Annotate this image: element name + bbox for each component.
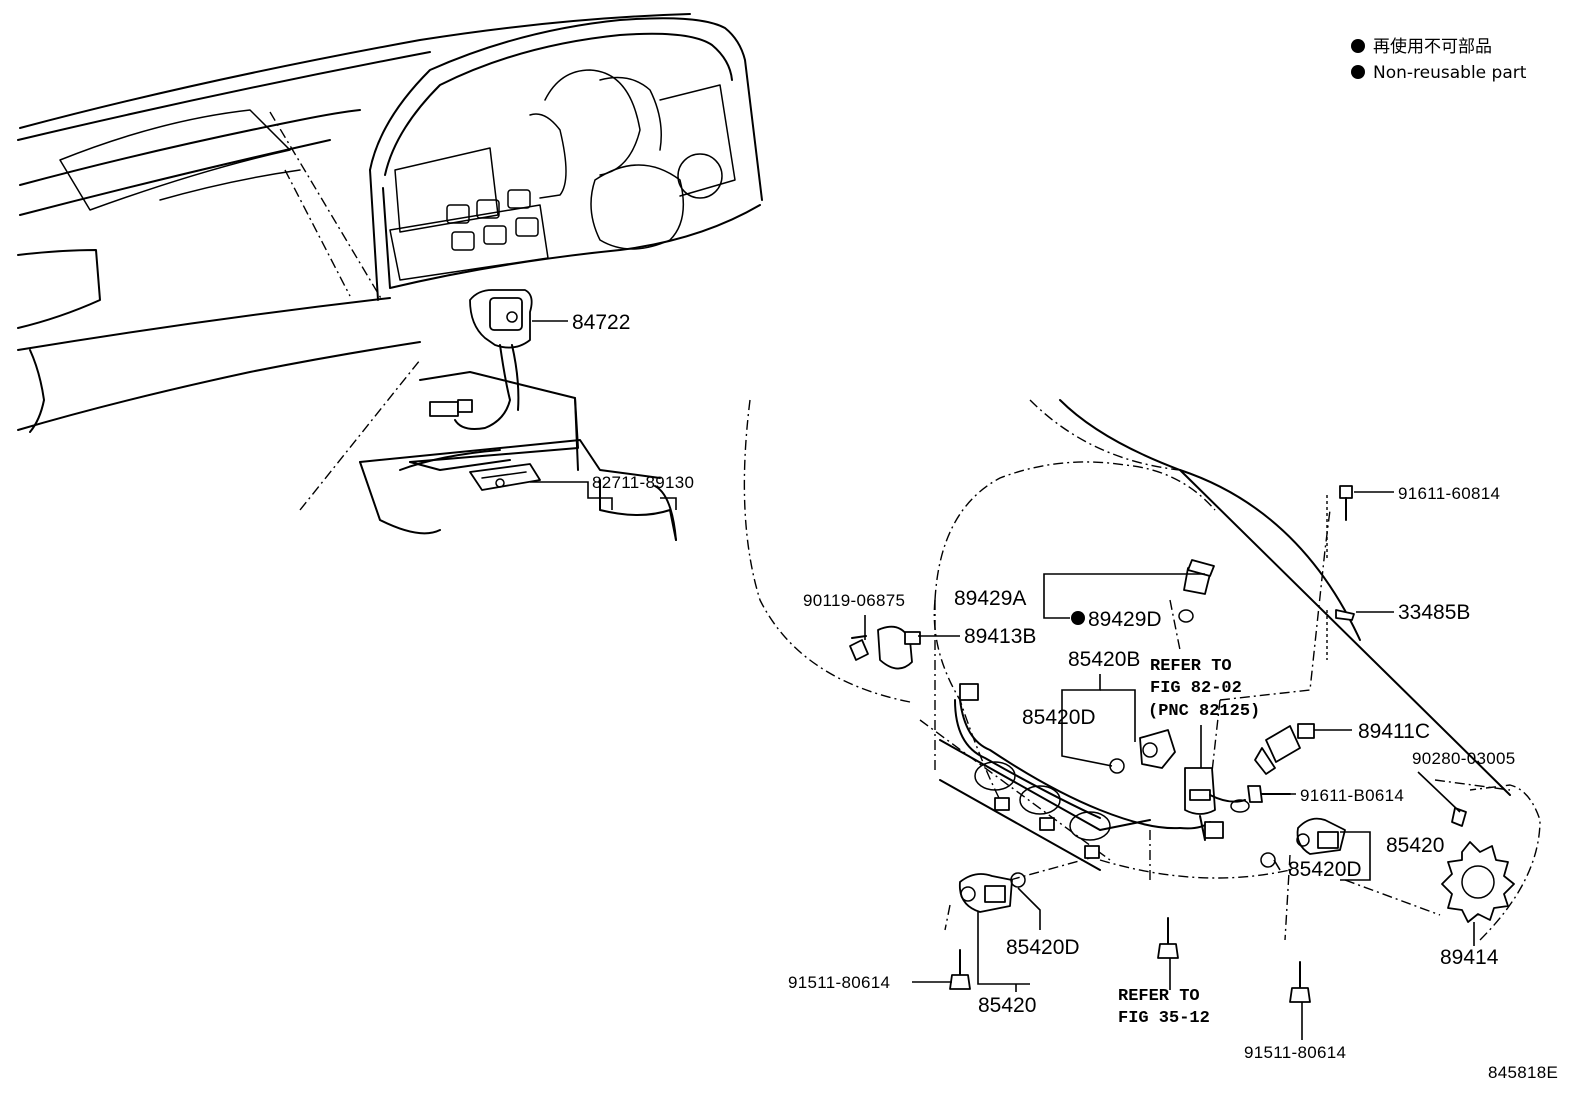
label-85420-right[interactable]: 85420 xyxy=(1386,834,1444,857)
legend-bullet-icon xyxy=(1351,39,1365,53)
label-91611-B0614[interactable]: 91611-B0614 xyxy=(1300,786,1404,805)
label-84722[interactable]: 84722 xyxy=(572,311,630,334)
non-reusable-marker-icon xyxy=(1071,611,1085,625)
engine-illustration xyxy=(743,399,1541,1003)
label-85420D-upper[interactable]: 85420D xyxy=(1022,706,1096,729)
ref-35-line2[interactable]: FIG 35-12 xyxy=(1118,1009,1210,1028)
legend-line-en: Non-reusable part xyxy=(1373,63,1527,83)
label-82711-89130[interactable]: 82711-89130 xyxy=(592,473,694,492)
legend-line-jp: 再使用不可部品 xyxy=(1373,36,1492,57)
label-90280-03005[interactable]: 90280-03005 xyxy=(1412,749,1516,768)
label-85420-left[interactable]: 85420 xyxy=(978,994,1036,1017)
ref-35-line1: REFER TO xyxy=(1118,987,1200,1006)
label-90119-06875[interactable]: 90119-06875 xyxy=(803,591,905,610)
label-89411C[interactable]: 89411C xyxy=(1358,720,1430,743)
leader-lines xyxy=(530,320,1475,1040)
label-89413B[interactable]: 89413B xyxy=(964,625,1036,648)
label-91511-80614-left[interactable]: 91511-80614 xyxy=(788,973,890,992)
part-labels: 84722 82711-89130 91611-60814 33485B 894… xyxy=(572,311,1516,1062)
label-91611-60814[interactable]: 91611-60814 xyxy=(1398,484,1500,503)
reference-notes: REFER TO FIG 82-02 (PNC 82125) REFER TO … xyxy=(1118,657,1260,1028)
dashboard-illustration xyxy=(17,13,763,541)
ref-82-line1: REFER TO xyxy=(1150,657,1232,676)
ref-82-line3: (PNC 82125) xyxy=(1148,702,1260,721)
label-33485B[interactable]: 33485B xyxy=(1398,601,1470,624)
label-89414[interactable]: 89414 xyxy=(1440,946,1499,969)
label-89429D[interactable]: 89429D xyxy=(1088,608,1162,631)
label-85420D-right[interactable]: 85420D xyxy=(1288,858,1362,881)
label-91511-80614-right[interactable]: 91511-80614 xyxy=(1244,1043,1346,1062)
label-85420B[interactable]: 85420B xyxy=(1068,648,1140,671)
legend-bullet-icon xyxy=(1351,65,1365,79)
label-85420D-left[interactable]: 85420D xyxy=(1006,936,1080,959)
legend: 再使用不可部品 Non-reusable part xyxy=(1351,36,1527,83)
ref-82-line2[interactable]: FIG 82-02 xyxy=(1150,679,1242,698)
label-89429A[interactable]: 89429A xyxy=(954,587,1026,610)
figure-id: 845818E xyxy=(1488,1063,1558,1082)
